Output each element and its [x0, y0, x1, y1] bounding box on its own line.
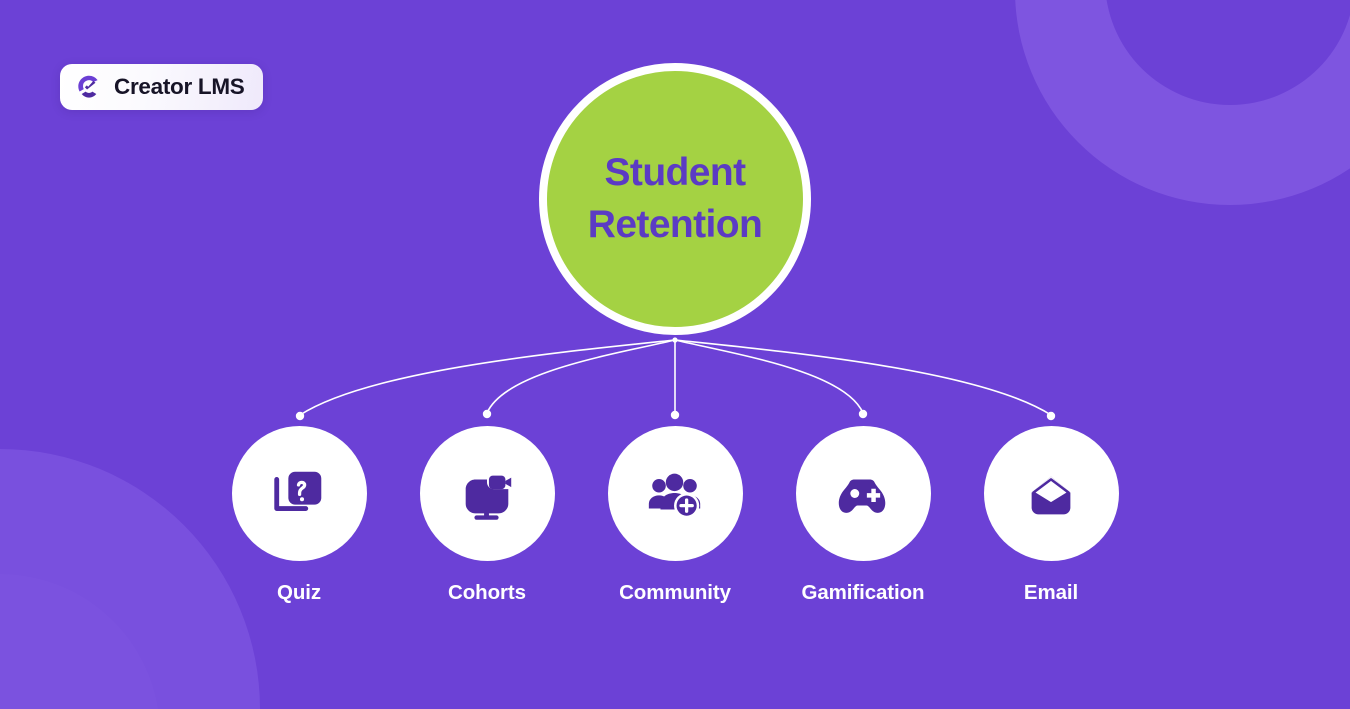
connector-to-email: [674, 339, 1052, 416]
node-gamification-label: Gamification: [801, 581, 925, 604]
node-quiz-label: Quiz: [276, 581, 321, 604]
node-community-label: Community: [619, 581, 731, 604]
hub-title: Student Retention: [587, 151, 763, 246]
node-cohorts-label: Cohorts: [448, 581, 526, 604]
node-email-label: Email: [1023, 581, 1079, 604]
quiz-question-card-icon: [274, 471, 322, 511]
node-email-circle[interactable]: [983, 426, 1119, 561]
connector-endpoint-cohorts: [482, 409, 492, 419]
node-cohorts[interactable]: Cohorts: [419, 426, 555, 605]
monitor-video-camera-icon: [465, 475, 512, 520]
connector-endpoint-email: [1046, 411, 1056, 421]
open-envelope-icon: [1031, 476, 1071, 514]
connector-to-quiz: [299, 339, 676, 416]
node-community-circle[interactable]: [607, 426, 743, 561]
connector-to-cohorts: [486, 339, 676, 414]
connector-origin-point: [672, 337, 678, 343]
node-row: Quiz Cohorts: [0, 426, 1350, 605]
connector-endpoint-community: [670, 410, 680, 420]
connector-endpoint-quiz: [295, 411, 305, 421]
node-cohorts-circle[interactable]: [419, 426, 555, 561]
node-email[interactable]: Email: [983, 426, 1119, 605]
people-group-add-icon: [648, 473, 701, 518]
node-quiz[interactable]: Quiz: [231, 426, 367, 605]
connector-to-gamification: [674, 339, 864, 414]
brand-logo-badge[interactable]: Creator LMS: [60, 64, 264, 110]
central-hub-node: Student Retention: [539, 63, 811, 335]
node-gamification-circle[interactable]: [795, 426, 931, 561]
brand-name-label: Creator LMS: [114, 74, 245, 99]
node-community[interactable]: Community: [607, 426, 743, 605]
node-gamification[interactable]: Gamification: [795, 426, 931, 605]
connector-endpoint-gamification: [858, 409, 868, 419]
game-controller-icon: [838, 478, 886, 513]
node-quiz-circle[interactable]: [231, 426, 367, 561]
creator-lms-logo-icon: [78, 75, 98, 98]
